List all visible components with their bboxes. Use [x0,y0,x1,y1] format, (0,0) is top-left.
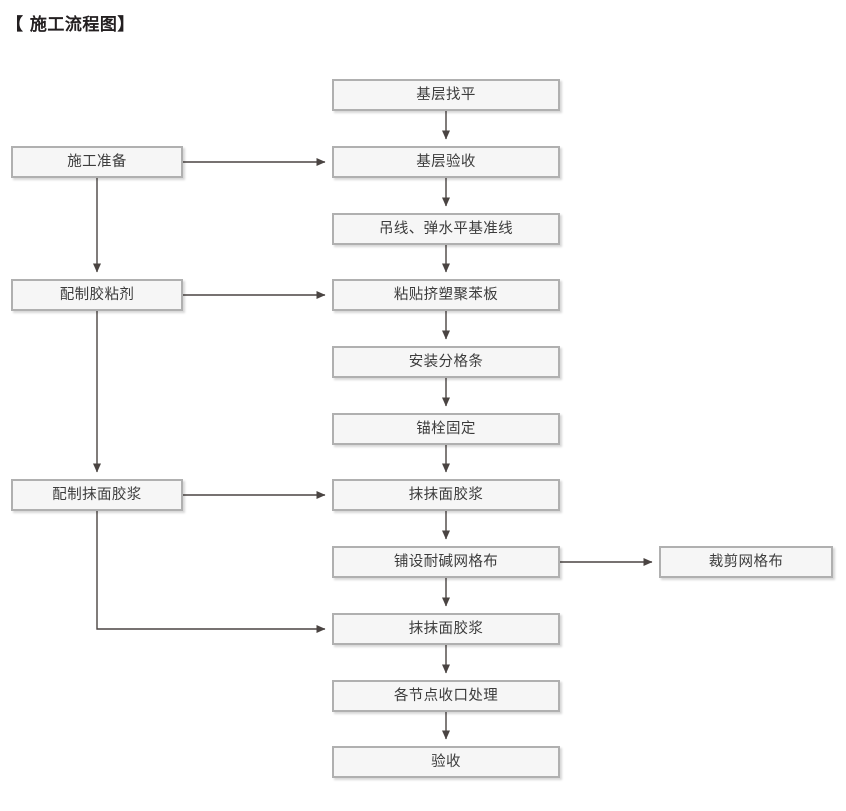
flow-node-label: 配制胶粘剂 [59,286,135,303]
flow-node-L1[interactable]: 施工准备 [11,146,183,178]
flow-node-n8[interactable]: 铺设耐碱网格布 [332,546,560,578]
flow-node-label: 配制抹面胶浆 [52,486,142,503]
flow-node-label: 基层找平 [416,86,476,103]
connector-L3-to-n9 [96,511,326,633]
flow-node-label: 施工准备 [67,153,127,170]
flow-node-label: 抹抹面胶浆 [408,620,484,637]
flow-node-label: 锚栓固定 [416,420,476,437]
flow-node-label: 各节点收口处理 [393,687,499,704]
flow-node-n6[interactable]: 锚栓固定 [332,413,560,445]
flow-node-n10[interactable]: 各节点收口处理 [332,680,560,712]
flow-node-L2[interactable]: 配制胶粘剂 [11,279,183,311]
flow-node-n4[interactable]: 粘贴挤塑聚苯板 [332,279,560,311]
flow-node-label: 抹抹面胶浆 [408,486,484,503]
flow-node-label: 验收 [431,753,461,770]
flow-node-n7[interactable]: 抹抹面胶浆 [332,479,560,511]
flow-node-n3[interactable]: 吊线、弹水平基准线 [332,213,560,245]
flow-node-n1[interactable]: 基层找平 [332,79,560,111]
flow-node-n5[interactable]: 安装分格条 [332,346,560,378]
flow-node-label: 粘贴挤塑聚苯板 [393,286,499,303]
flow-node-label: 安装分格条 [408,353,484,370]
flow-node-n11[interactable]: 验收 [332,746,560,778]
flow-node-label: 裁剪网格布 [708,553,784,570]
flow-node-n2[interactable]: 基层验收 [332,146,560,178]
flow-node-label: 吊线、弹水平基准线 [378,220,514,237]
page-title: 【 施工流程图】 [6,15,135,35]
flow-node-label: 铺设耐碱网格布 [393,553,499,570]
flow-node-label: 基层验收 [416,153,476,170]
flow-node-R1[interactable]: 裁剪网格布 [659,546,833,578]
flow-node-n9[interactable]: 抹抹面胶浆 [332,613,560,645]
flow-node-L3[interactable]: 配制抹面胶浆 [11,479,183,511]
